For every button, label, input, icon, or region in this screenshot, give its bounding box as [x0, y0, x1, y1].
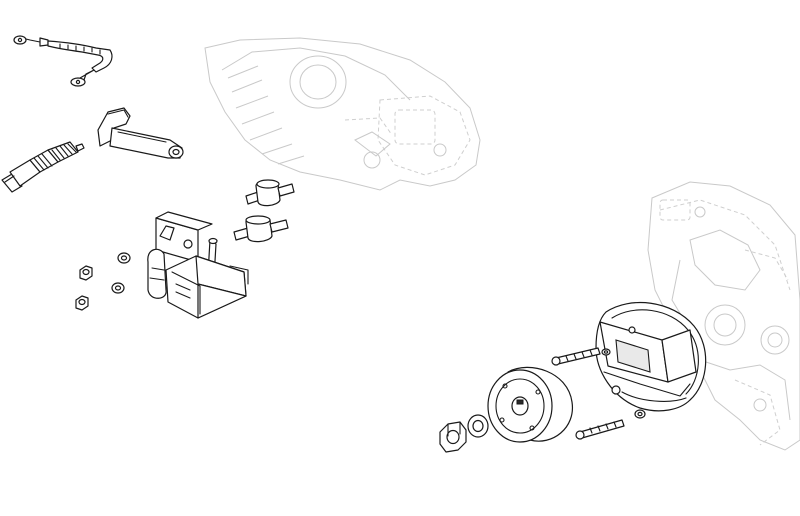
- flywheel-rotor: [487, 366, 573, 443]
- stator-plate: [595, 301, 707, 412]
- engine-case-upper-ghost: [204, 37, 481, 191]
- hex-nut: [79, 265, 93, 281]
- washer: [601, 348, 611, 356]
- spark-plug: [1, 141, 85, 193]
- spark-plug-cap: [97, 107, 184, 159]
- ignition-coil: [147, 211, 249, 319]
- mounting-screw: [551, 347, 601, 366]
- washer: [117, 252, 131, 264]
- washer: [111, 282, 125, 294]
- flywheel-washer: [467, 414, 489, 438]
- hardware-coil: [75, 252, 131, 311]
- rubber-mount-lower: [233, 215, 289, 243]
- mounting-screw: [575, 419, 625, 440]
- hex-nut: [75, 295, 89, 311]
- washer: [634, 409, 646, 419]
- ground-cable: [13, 35, 113, 87]
- flywheel-nut: [439, 421, 467, 453]
- rubber-mount-upper: [245, 179, 295, 207]
